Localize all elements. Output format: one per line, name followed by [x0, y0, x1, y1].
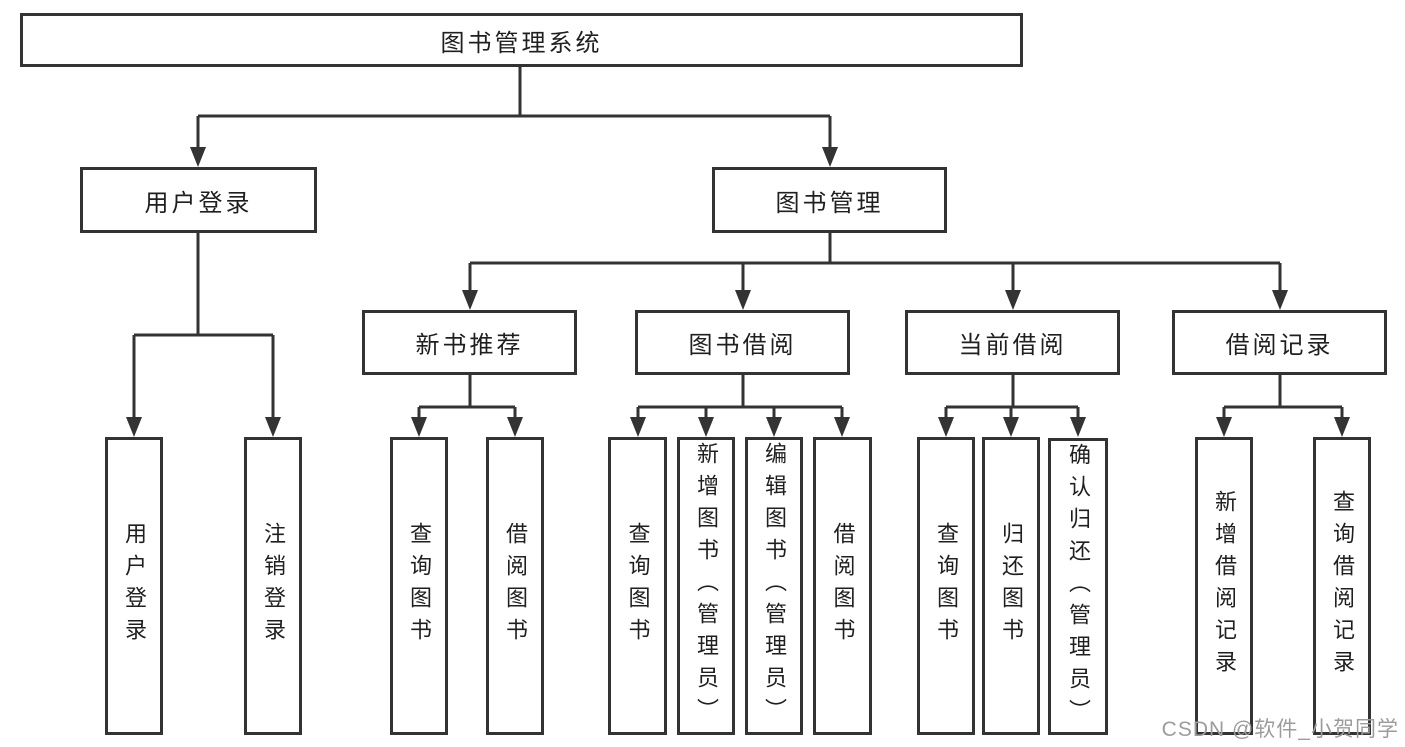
arrowhead-icon	[462, 290, 478, 310]
arrowhead-icon	[938, 417, 954, 437]
connector-user-login	[132, 233, 275, 419]
arrowhead-icon	[630, 417, 646, 437]
leaf-label: 归还图书	[999, 522, 1024, 650]
leaf-label: 编辑图书（管理员）	[762, 442, 787, 730]
arrowhead-icon	[1216, 417, 1232, 437]
leaf-query-borrow-record: 查询借阅记录	[1313, 437, 1371, 735]
leaf-label: 查询图书	[934, 522, 959, 650]
connector-book-borrowing	[636, 375, 844, 419]
node-borrowing-records: 借阅记录	[1172, 310, 1387, 375]
leaf-label: 用户登录	[122, 522, 147, 650]
connector-borrowing-records	[1222, 375, 1344, 419]
node-label: 用户登录	[144, 189, 253, 217]
connector-current-borrowing	[944, 375, 1080, 419]
leaf-label: 查询图书	[407, 522, 432, 650]
leaf-label: 借阅图书	[830, 522, 856, 650]
leaf-query-books-2: 查询图书	[608, 437, 667, 735]
leaf-label: 查询借阅记录	[1330, 490, 1355, 682]
leaf-label: 查询图书	[625, 522, 651, 650]
connector-paths	[132, 65, 1344, 419]
arrowhead-icon	[766, 417, 782, 437]
arrowhead-icon	[1334, 417, 1350, 437]
node-label: 图书借阅	[688, 332, 797, 359]
leaf-label: 借阅图书	[503, 522, 528, 650]
arrowhead-icon	[1005, 290, 1021, 310]
node-current-borrowing: 当前借阅	[905, 310, 1120, 375]
leaf-label: 新增借阅记录	[1212, 490, 1237, 682]
node-library-management-system: 图书管理系统	[20, 13, 1023, 67]
node-book-borrowing: 图书借阅	[635, 310, 850, 375]
leaf-query-books-3: 查询图书	[917, 437, 975, 735]
connector-root	[196, 65, 832, 149]
arrowhead-icon	[411, 417, 427, 437]
node-user-login: 用户登录	[80, 167, 317, 233]
leaf-edit-books-admin: 编辑图书（管理员）	[745, 437, 803, 735]
leaf-borrow-books-2: 借阅图书	[813, 437, 872, 735]
leaf-add-books-admin: 新增图书（管理员）	[677, 437, 735, 735]
arrowhead-icon	[834, 417, 850, 437]
arrowhead-icon	[822, 147, 838, 167]
leaf-label: 注销登录	[261, 522, 286, 650]
node-new-book-recommendation: 新书推荐	[362, 310, 577, 375]
leaf-query-books: 查询图书	[390, 437, 448, 735]
leaf-user-login: 用户登录	[105, 437, 163, 735]
arrowhead-icon	[1070, 417, 1086, 437]
node-label: 当前借阅	[958, 332, 1067, 359]
arrowhead-icon	[265, 417, 281, 437]
leaf-confirm-return-admin: 确认归还（管理员）	[1048, 438, 1108, 735]
node-label: 图书管理	[775, 189, 884, 217]
leaf-add-borrow-record: 新增借阅记录	[1195, 437, 1253, 735]
arrowheads	[126, 147, 1350, 437]
node-book-management: 图书管理	[712, 167, 947, 233]
leaf-return-books: 归还图书	[982, 437, 1040, 735]
leaf-label: 确认归还（管理员）	[1066, 442, 1091, 731]
arrowhead-icon	[698, 417, 714, 437]
arrowhead-icon	[735, 290, 751, 310]
arrowhead-icon	[1272, 290, 1288, 310]
leaf-logout: 注销登录	[244, 437, 302, 735]
connector-new-book-recommendation	[417, 375, 517, 419]
leaf-borrow-books: 借阅图书	[486, 437, 544, 735]
connector-book-management	[468, 233, 1282, 292]
leaf-label: 新增图书（管理员）	[694, 442, 719, 730]
watermark-text: CSDN @软件_小贺同学	[1161, 718, 1399, 741]
node-label: 借阅记录	[1225, 332, 1334, 359]
arrowhead-icon	[1003, 417, 1019, 437]
arrowhead-icon	[507, 417, 523, 437]
arrowhead-icon	[190, 147, 206, 167]
arrowhead-icon	[126, 417, 142, 437]
node-label: 新书推荐	[415, 332, 524, 359]
node-label: 图书管理系统	[440, 29, 603, 57]
